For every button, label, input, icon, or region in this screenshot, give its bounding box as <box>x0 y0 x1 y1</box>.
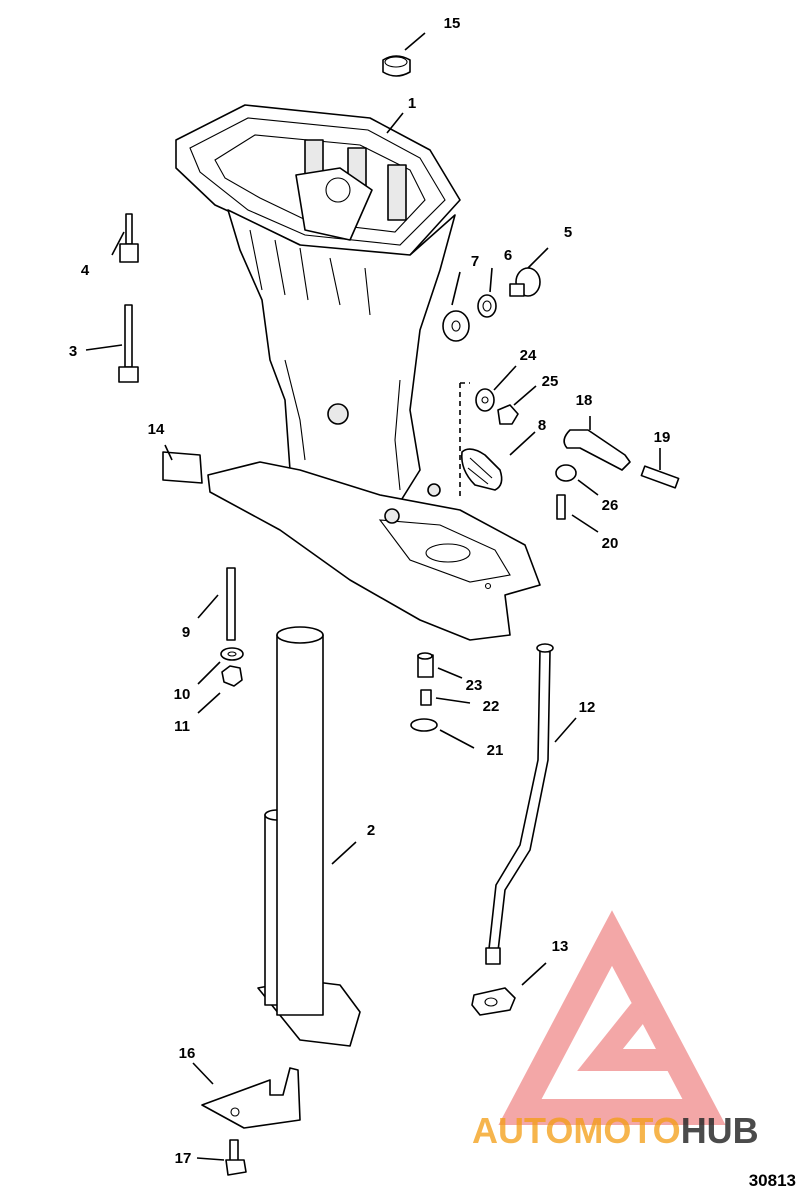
grommet-part-21 <box>410 718 438 732</box>
callout-9: 9 <box>182 624 190 641</box>
callout-25: 25 <box>542 373 559 390</box>
washer-part-24 <box>475 388 495 412</box>
stud-part-5 <box>509 267 541 297</box>
callout-17: 17 <box>175 1150 192 1167</box>
watermark-text: AUTOMOTOHUB <box>472 1110 759 1151</box>
callout-6: 6 <box>504 247 512 264</box>
watermark-logo <box>498 910 726 1125</box>
callout-11: 11 <box>174 718 190 735</box>
pad-part-14 <box>162 451 203 484</box>
nut-part-25 <box>497 404 519 425</box>
leader-lines <box>85 32 661 1161</box>
nut-part-11 <box>221 665 243 687</box>
callout-19: 19 <box>654 429 671 446</box>
callout-3: 3 <box>69 343 77 360</box>
tube-part-2 <box>257 626 361 1047</box>
washer-part-10 <box>220 647 244 661</box>
fitting-part-19 <box>640 465 680 489</box>
callout-8: 8 <box>538 417 546 434</box>
callout-15: 15 <box>444 15 461 32</box>
callout-12: 12 <box>579 699 596 716</box>
watermark-hub: HUB <box>681 1110 759 1151</box>
callout-4: 4 <box>81 262 90 279</box>
stud-part-9 <box>226 567 236 641</box>
callout-1: 1 <box>408 95 416 112</box>
bolt-part-17 <box>225 1139 247 1176</box>
callout-20: 20 <box>602 535 619 552</box>
callout-10: 10 <box>174 686 191 703</box>
washer-part-6 <box>477 294 497 318</box>
grommet-part-15 <box>382 55 411 77</box>
callout-14: 14 <box>148 421 165 438</box>
sleeve-part-23 <box>417 652 434 678</box>
clamp-part-26 <box>555 464 577 482</box>
callout-7: 7 <box>471 253 479 270</box>
fitting-part-20 <box>556 494 566 520</box>
driveshaft-housing <box>175 104 541 641</box>
callout-22: 22 <box>483 698 500 715</box>
bolt-part-4 <box>119 213 139 263</box>
watermark-auto: AUTO <box>472 1110 573 1151</box>
watermark-moto: MOTO <box>573 1110 680 1151</box>
callout-21: 21 <box>487 742 504 759</box>
callout-2: 2 <box>367 822 375 839</box>
assembly-dashed-line <box>459 382 470 498</box>
callout-16: 16 <box>179 1045 196 1062</box>
callout-18: 18 <box>576 392 593 409</box>
callout-13: 13 <box>552 938 569 955</box>
spacer-part-22 <box>420 689 432 706</box>
tube-part-12 <box>485 643 554 965</box>
callout-24: 24 <box>520 347 537 364</box>
washer-part-7 <box>442 310 470 342</box>
callout-23: 23 <box>466 677 483 694</box>
callout-labels: 15 1 4 3 5 6 7 24 25 18 8 19 14 26 20 9 … <box>69 15 671 1167</box>
svg-text:AUTOMOTOHUB: AUTOMOTOHUB <box>472 1110 759 1151</box>
callout-26: 26 <box>602 497 619 514</box>
hose-part-18 <box>563 429 631 471</box>
figure-id: 30813 <box>749 1171 796 1190</box>
bracket-part-13 <box>471 987 516 1016</box>
bolt-part-3 <box>118 304 139 383</box>
plate-part-16 <box>201 1067 301 1129</box>
mount-part-8 <box>460 448 503 491</box>
callout-5: 5 <box>564 224 572 241</box>
